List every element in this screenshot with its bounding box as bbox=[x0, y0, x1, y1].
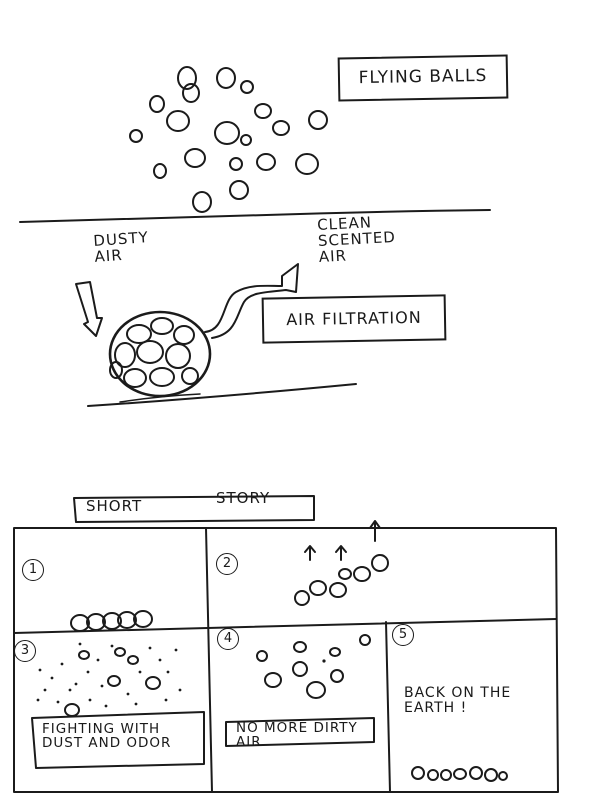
panel-2-number: 2 bbox=[216, 553, 238, 575]
panel-3-number: 3 bbox=[14, 640, 36, 662]
clean-air-arrow bbox=[204, 263, 299, 339]
panel-3-caption: FIGHTING WITH DUST AND ODOR bbox=[42, 721, 172, 752]
panel-1-balls bbox=[70, 610, 153, 632]
air-filtration-label: AIR FILTRATION bbox=[261, 294, 447, 344]
flying-balls-label: FLYING BALLS bbox=[337, 54, 509, 102]
dusty-air-label: DUSTY AIR bbox=[92, 228, 150, 266]
panel-5-balls bbox=[411, 766, 508, 782]
panel-4-caption-box bbox=[225, 717, 375, 747]
story-title-left: SHORT bbox=[86, 497, 143, 515]
ground-line bbox=[19, 209, 491, 223]
panel-4-balls bbox=[256, 634, 371, 699]
flying-balls-cloud bbox=[129, 66, 328, 213]
story-frame bbox=[13, 527, 559, 793]
filter-ball bbox=[108, 310, 212, 398]
panel-3-dust bbox=[36, 642, 182, 717]
panel-3-caption-box bbox=[31, 711, 205, 769]
panel-5-number: 5 bbox=[392, 624, 414, 646]
clean-scented-air-label: CLEAN SCENTED AIR bbox=[316, 213, 397, 266]
panel-5-caption: BACK ON THE EARTH ! bbox=[404, 685, 512, 716]
panel-4-caption: NO MORE DIRTY AIR bbox=[236, 720, 358, 751]
dusty-air-arrow bbox=[75, 281, 103, 337]
ground-line-2 bbox=[87, 383, 357, 407]
panel-2-balls bbox=[294, 520, 389, 606]
panel-4-number: 4 bbox=[217, 628, 239, 650]
story-title-right: STORY bbox=[216, 489, 271, 507]
story-title-box bbox=[73, 495, 315, 523]
panel-1-number: 1 bbox=[22, 559, 44, 581]
